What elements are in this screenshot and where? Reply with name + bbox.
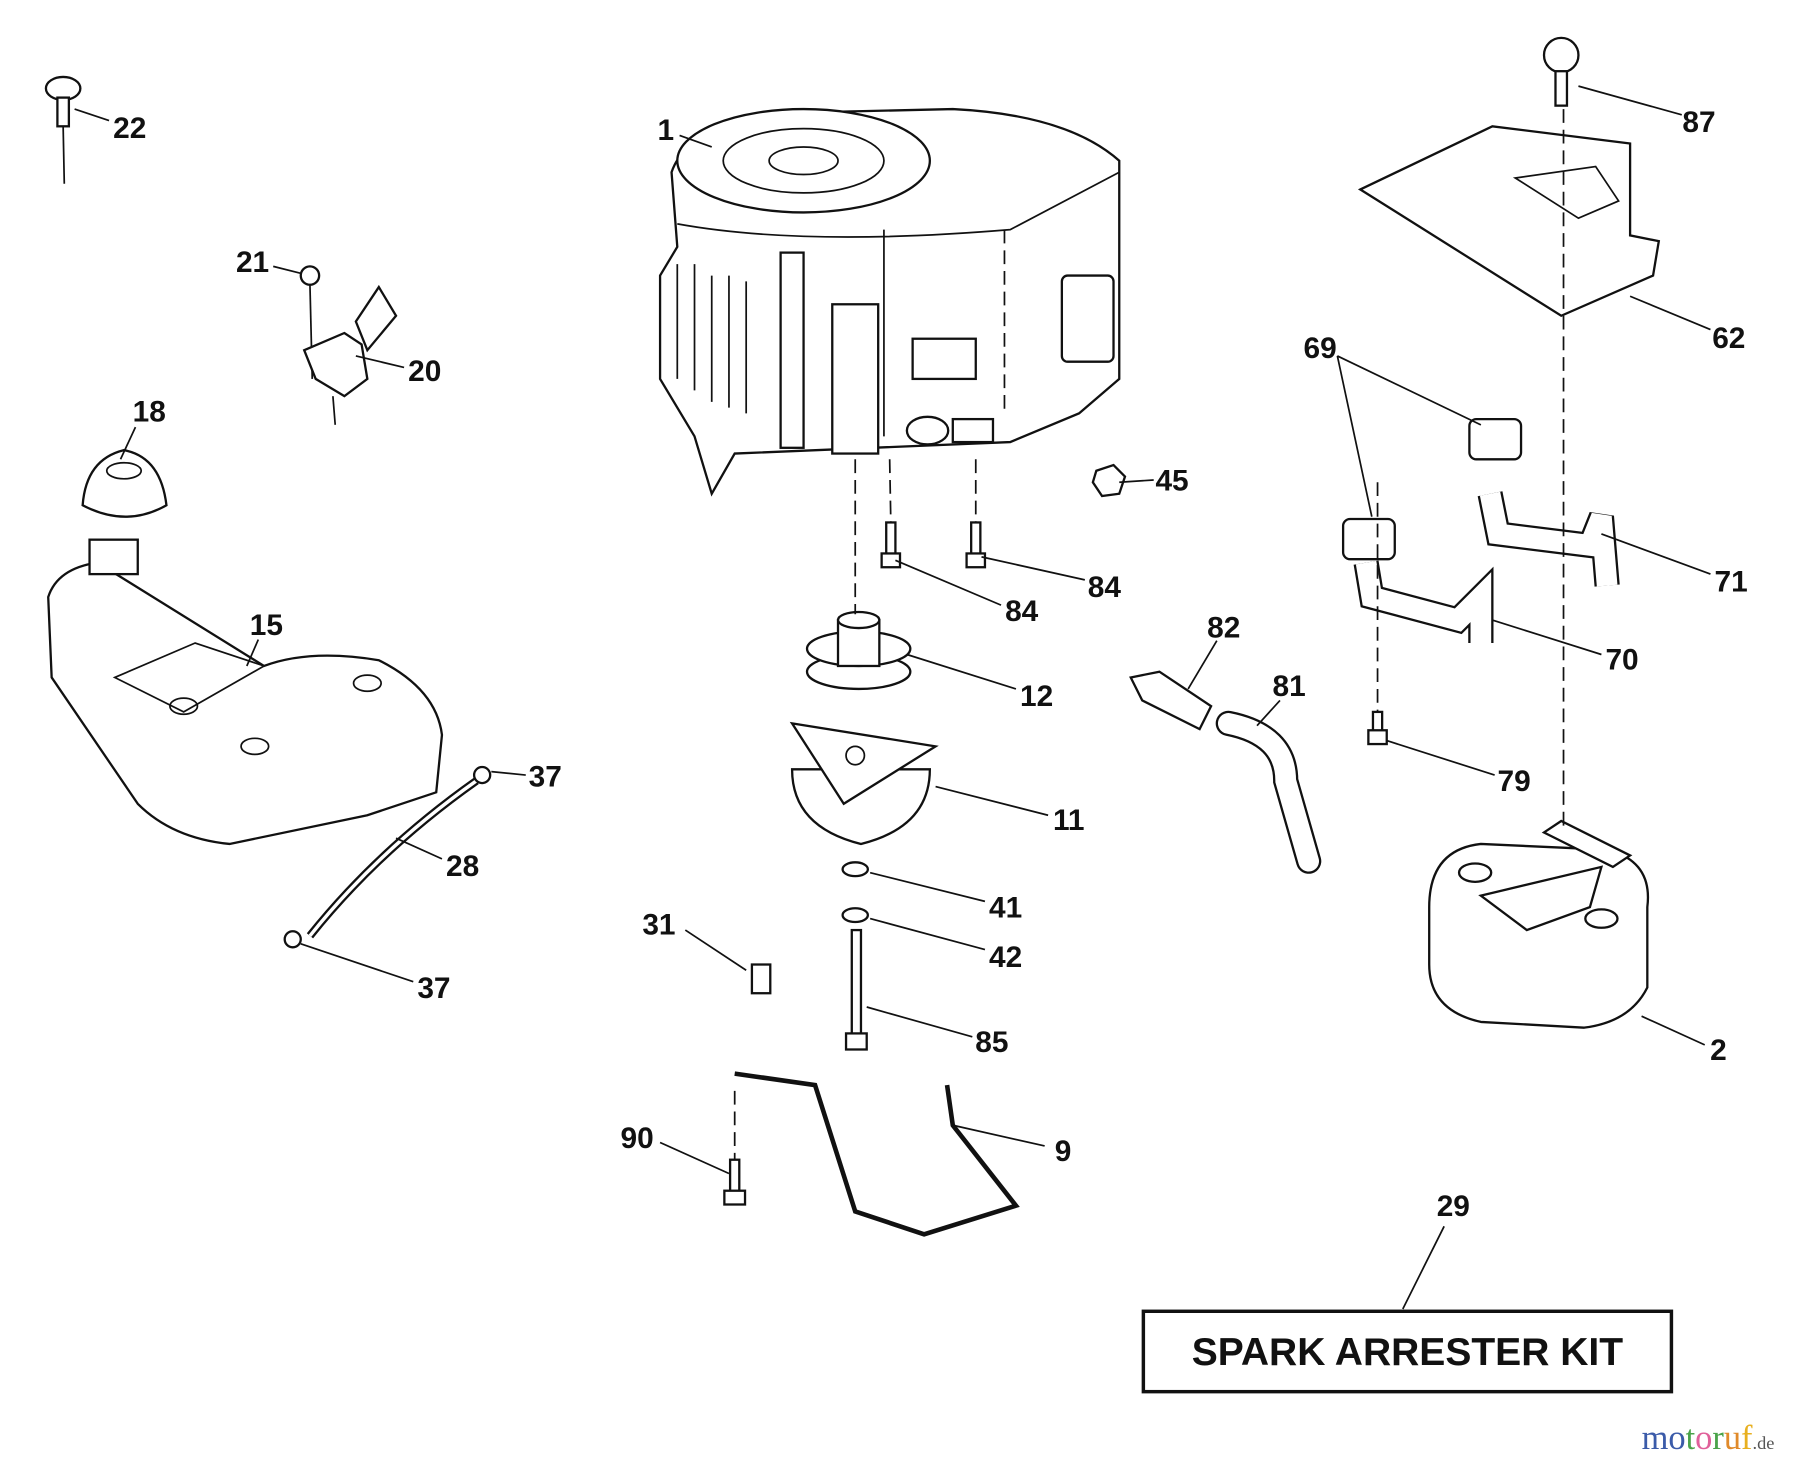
part-22-knob	[44, 75, 82, 184]
leader-lines	[74, 85, 1711, 1310]
callout-82: 82	[1207, 611, 1240, 644]
spark-arrester-kit-label: SPARK ARRESTER KIT	[1192, 1331, 1623, 1374]
leader-line-71	[1601, 533, 1711, 575]
part-62-shield	[1357, 125, 1661, 318]
callout-labels: 22 1 87 21 20 69 62 18 45 84 84 71 15 82 70 81 12 37 79 11 2…	[113, 106, 1748, 1223]
callout-71: 71	[1715, 565, 1748, 598]
callout-28: 28	[446, 850, 479, 883]
part-15-fuel-tank	[47, 538, 444, 846]
part-20-21-throttle	[299, 265, 398, 425]
leader-line-29	[1402, 1225, 1445, 1310]
leader-line-28	[395, 837, 443, 860]
part-37-clamp	[283, 930, 302, 949]
part-31-nut	[750, 963, 772, 995]
callout-37: 37	[417, 972, 450, 1005]
callout-18: 18	[133, 395, 166, 428]
leader-line-85	[866, 1006, 973, 1038]
callout-1: 1	[658, 114, 675, 147]
leader-line-42	[869, 917, 986, 951]
watermark-logo: motoruf.de	[1642, 1419, 1775, 1457]
callout-79: 79	[1498, 765, 1531, 798]
callout-84: 84	[1088, 571, 1122, 604]
callout-85: 85	[975, 1026, 1008, 1059]
callout-84: 84	[1005, 595, 1039, 628]
callout-2: 2	[1710, 1034, 1727, 1067]
leader-line-70	[1492, 619, 1602, 656]
part-18-fuel-cap	[81, 448, 168, 518]
leader-line-12	[906, 653, 1017, 690]
part-90-bolt	[723, 1158, 747, 1206]
part-85-bolt	[844, 928, 868, 1051]
callout-29: 29	[1437, 1190, 1470, 1223]
callout-21: 21	[236, 246, 269, 279]
leader-line-79	[1386, 739, 1495, 776]
callout-45: 45	[1155, 464, 1188, 497]
leader-line-82	[1187, 640, 1218, 690]
part-87-bolt	[1542, 36, 1580, 107]
leader-line-22	[74, 108, 110, 122]
callout-70: 70	[1605, 643, 1638, 676]
callout-15: 15	[250, 609, 283, 642]
part-41-washer	[841, 861, 870, 878]
part-79-bolt	[1367, 710, 1388, 746]
callout-42: 42	[989, 941, 1022, 974]
leader-line-84	[981, 556, 1086, 581]
leader-line-15	[246, 639, 260, 667]
leader-line-90	[659, 1141, 730, 1175]
leader-line-11	[935, 785, 1049, 817]
callout-9: 9	[1055, 1135, 1072, 1168]
leader-line-37	[300, 943, 414, 983]
callout-22: 22	[113, 112, 146, 145]
leader-line-84	[895, 559, 1002, 606]
leader-line-2	[1641, 1015, 1706, 1046]
leader-line-81	[1256, 699, 1281, 727]
leader-line-1	[679, 134, 713, 148]
leader-line-69	[1336, 355, 1482, 426]
callout-81: 81	[1273, 670, 1306, 703]
callout-12: 12	[1020, 680, 1053, 713]
leader-line-21	[273, 265, 301, 275]
part-69-gaskets	[1341, 417, 1523, 561]
callout-87: 87	[1682, 106, 1715, 139]
callout-20: 20	[408, 355, 441, 388]
callout-37: 37	[529, 761, 562, 794]
leader-line-69	[1336, 355, 1373, 517]
spark-arrester-kit-box	[1141, 1309, 1674, 1394]
part-11-clutch	[789, 721, 939, 846]
leader-line-45	[1119, 479, 1154, 484]
callout-31: 31	[642, 909, 675, 942]
leader-line-62	[1629, 295, 1711, 331]
callout-69: 69	[1304, 332, 1337, 365]
callout-11: 11	[1053, 804, 1085, 837]
callout-90: 90	[621, 1122, 654, 1155]
callout-62: 62	[1712, 322, 1745, 355]
leader-line-87	[1578, 85, 1682, 116]
callout-41: 41	[989, 891, 1022, 924]
part-drawings	[44, 36, 1661, 1237]
leader-line-31	[684, 929, 747, 971]
part-45-nut	[1091, 463, 1127, 498]
part-1-engine	[658, 107, 1121, 497]
part-37-clamp	[472, 765, 492, 785]
leader-line-18	[119, 426, 137, 460]
part-42-washer	[841, 907, 870, 924]
leader-line-9	[952, 1124, 1045, 1147]
part-84-bolts	[880, 521, 987, 569]
part-2-muffler	[1428, 819, 1650, 1029]
leader-line-41	[869, 871, 986, 903]
part-82-fitting	[1129, 670, 1213, 731]
part-12-pulley	[805, 610, 912, 691]
leader-line-20	[355, 355, 405, 369]
leader-line-37	[491, 770, 526, 776]
part-9-rod	[734, 1071, 1020, 1237]
